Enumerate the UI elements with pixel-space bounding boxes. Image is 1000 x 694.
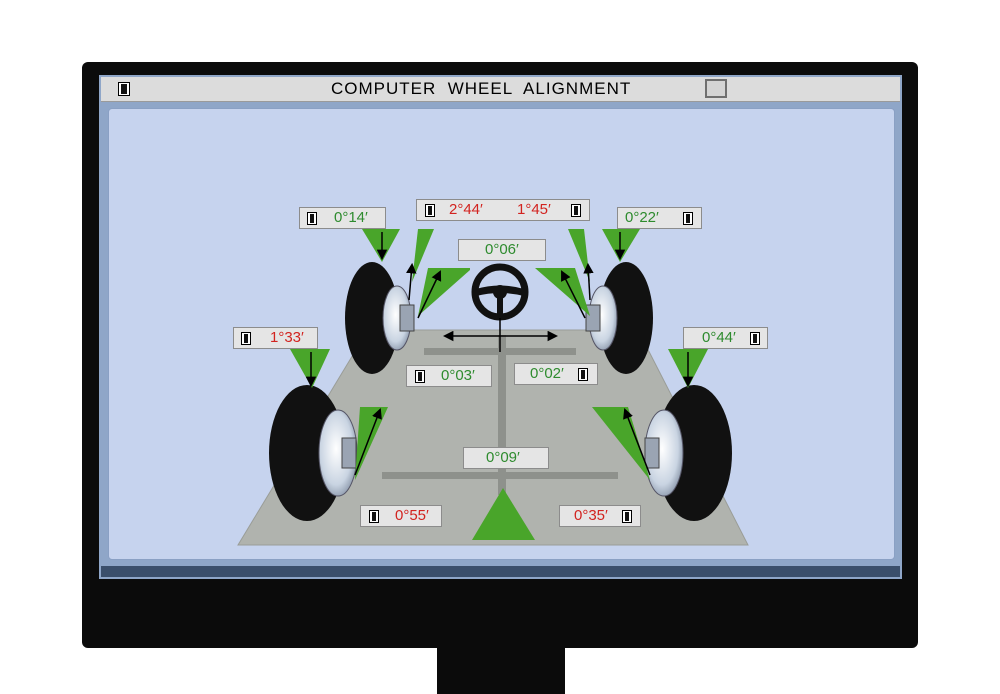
rear-left-camber-readout: 1°33′ [233, 327, 318, 349]
wheel-icon [578, 368, 588, 381]
arrow-icon [406, 262, 417, 301]
rear-left-toe-readout: 0°55′ [360, 505, 442, 527]
steering-value: 0°06′ [485, 241, 519, 258]
wedge-front-left-toe [362, 229, 400, 262]
wheel-icon [369, 510, 379, 523]
wedge-front-right-inner [535, 268, 590, 316]
arrow-icon [417, 270, 442, 319]
monitor-stand [437, 648, 565, 694]
wheel-icon [415, 370, 425, 383]
window-icon[interactable] [118, 82, 130, 96]
thrust-angle-value: 0°09′ [486, 449, 520, 466]
wedge-rear-left-inner [355, 407, 388, 480]
steering-wheel-icon [471, 263, 529, 321]
wheel-icon [307, 212, 317, 225]
wheel-icon [683, 212, 693, 225]
steering-readout: 0°06′ [458, 239, 546, 261]
front-right-setback-readout: 0°02′ [514, 363, 598, 385]
front-left-setback-value: 0°03′ [441, 367, 475, 384]
front-right-wheel [585, 262, 653, 374]
rear-left-camber-value: 1°33′ [270, 329, 304, 346]
rear-right-camber-value: 0°44′ [702, 329, 736, 346]
front-right-toe-readout: 0°22′ [617, 207, 702, 229]
arrow-icon [583, 262, 594, 301]
front-left-toe-value: 0°14′ [334, 209, 368, 226]
wheel-icon [750, 332, 760, 345]
wheel-icon [241, 332, 251, 345]
wedge-thrust [472, 488, 535, 540]
wheel-icon [425, 204, 435, 217]
rear-right-toe-readout: 0°35′ [559, 505, 641, 527]
status-bar [101, 566, 900, 577]
front-left-wheel [345, 262, 415, 374]
window-button[interactable] [705, 79, 727, 98]
arrows [305, 232, 694, 476]
arrow-icon [354, 408, 382, 476]
wedge-front-left-inner [418, 268, 470, 316]
wedge-front-left-camber [412, 229, 434, 282]
wedge-rear-right-inner [592, 407, 650, 480]
wedge-rear-left-camber [290, 349, 330, 388]
front-right-toe-value: 0°22′ [625, 209, 659, 226]
rear-right-toe-value: 0°35′ [574, 507, 608, 524]
front-left-camber-value: 2°44′ [449, 201, 483, 218]
rear-right-camber-readout: 0°44′ [683, 327, 768, 349]
rear-left-toe-value: 0°55′ [395, 507, 429, 524]
thrust-angle-readout: 0°09′ [463, 447, 549, 469]
arrow-icon [623, 408, 651, 476]
front-right-camber-value: 1°45′ [517, 201, 551, 218]
wheel-icon [622, 510, 632, 523]
window-title: COMPUTER WHEEL ALIGNMENT [331, 79, 632, 98]
wedge-front-right-toe [602, 229, 640, 262]
front-camber-readout: 2°44′ 1°45′ [416, 199, 590, 221]
title-bar: COMPUTER WHEEL ALIGNMENT [101, 77, 900, 102]
front-right-setback-value: 0°02′ [530, 365, 564, 382]
front-left-toe-readout: 0°14′ [299, 207, 386, 229]
rear-left-wheel [269, 385, 358, 521]
arrow-icon [561, 270, 586, 319]
wheel-icon [571, 204, 581, 217]
front-left-setback-readout: 0°03′ [406, 365, 492, 387]
rear-right-wheel [644, 385, 732, 521]
